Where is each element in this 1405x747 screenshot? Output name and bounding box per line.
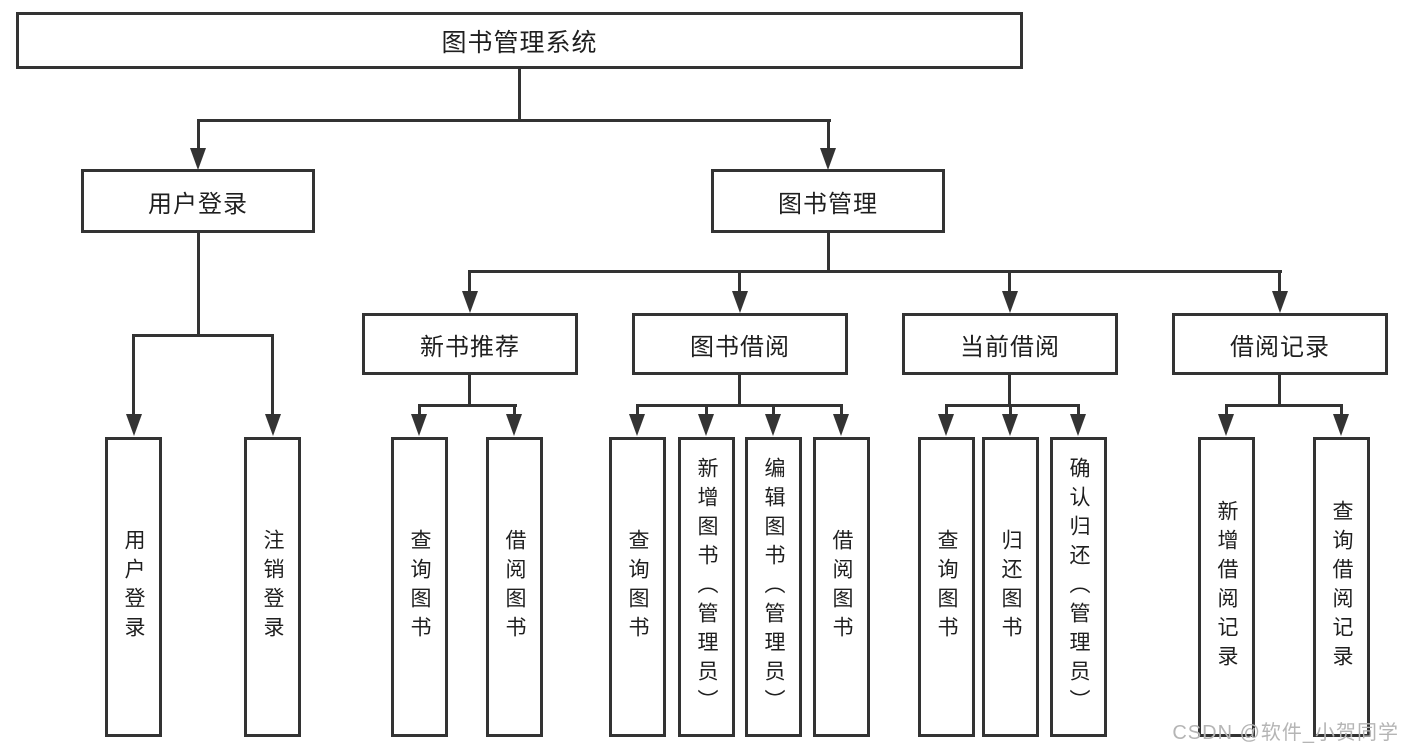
leaf-borrow-books-borrowing-label: 借阅图书 <box>830 529 853 645</box>
connector-line <box>468 270 1282 273</box>
connector-line <box>840 404 843 416</box>
connector-line <box>945 404 1080 407</box>
connector-line <box>738 270 741 293</box>
leaf-add-books-admin: 新增图书（管理员） <box>678 437 735 737</box>
arrowhead-down-icon <box>1333 414 1349 436</box>
leaf-return-books: 归还图书 <box>982 437 1039 737</box>
arrowhead-down-icon <box>506 414 522 436</box>
node-user-login: 用户登录 <box>81 169 315 233</box>
connector-line <box>705 404 708 416</box>
arrowhead-down-icon <box>698 414 714 436</box>
arrowhead-down-icon <box>833 414 849 436</box>
leaf-query-books-current: 查询图书 <box>918 437 975 737</box>
connector-line <box>418 404 421 416</box>
arrowhead-down-icon <box>1070 414 1086 436</box>
connector-line <box>468 375 471 406</box>
arrowhead-down-icon <box>1272 291 1288 313</box>
leaf-query-books-current-label: 查询图书 <box>935 529 958 645</box>
node-book-borrowing: 图书借阅 <box>632 313 848 375</box>
leaf-user-login-label: 用户登录 <box>122 529 145 645</box>
leaf-logout-label: 注销登录 <box>261 529 284 645</box>
leaf-query-books-recommend: 查询图书 <box>391 437 448 737</box>
leaf-query-books-borrowing-label: 查询图书 <box>626 529 649 645</box>
arrowhead-down-icon <box>265 414 281 436</box>
leaf-add-borrow-record: 新增借阅记录 <box>1198 437 1255 737</box>
connector-line <box>1225 404 1343 407</box>
connector-line <box>1009 404 1012 416</box>
connector-line <box>197 119 200 152</box>
connector-line <box>827 119 830 152</box>
arrowhead-down-icon <box>765 414 781 436</box>
connector-line <box>772 404 775 416</box>
leaf-add-books-admin-label: 新增图书（管理员） <box>695 456 718 718</box>
connector-line <box>1278 375 1281 406</box>
connector-line <box>468 270 471 293</box>
arrowhead-down-icon <box>629 414 645 436</box>
csdn-watermark: CSDN @软件_小贺同学 <box>1172 722 1399 744</box>
leaf-logout: 注销登录 <box>244 437 301 737</box>
node-user-login-label: 用户登录 <box>148 190 248 218</box>
connector-line <box>271 334 274 416</box>
connector-line <box>132 334 274 337</box>
connector-line <box>518 68 521 121</box>
node-borrow-records: 借阅记录 <box>1172 313 1388 375</box>
arrowhead-down-icon <box>938 414 954 436</box>
node-book-management-label: 图书管理 <box>778 190 878 218</box>
connector-line <box>945 404 948 416</box>
leaf-confirm-return-admin: 确认归还（管理员） <box>1050 437 1107 737</box>
leaf-edit-books-admin-label: 编辑图书（管理员） <box>762 456 785 718</box>
arrowhead-down-icon <box>411 414 427 436</box>
node-library-system: 图书管理系统 <box>16 12 1023 69</box>
connector-line <box>827 233 830 272</box>
node-book-borrowing-label: 图书借阅 <box>690 333 790 361</box>
arrowhead-down-icon <box>732 291 748 313</box>
leaf-borrow-books-recommend-label: 借阅图书 <box>503 529 526 645</box>
connector-line <box>1077 404 1080 416</box>
leaf-return-books-label: 归还图书 <box>999 529 1022 645</box>
connector-line <box>738 375 741 406</box>
leaf-add-borrow-record-label: 新增借阅记录 <box>1215 500 1238 674</box>
connector-line <box>1008 375 1011 406</box>
connector-line <box>1008 270 1011 293</box>
connector-line <box>1340 404 1343 416</box>
node-new-book-recommend-label: 新书推荐 <box>420 333 520 361</box>
connector-line <box>132 334 135 416</box>
connector-line <box>197 233 200 336</box>
leaf-borrow-books-recommend: 借阅图书 <box>486 437 543 737</box>
connector-line <box>1225 404 1228 416</box>
leaf-borrow-books-borrowing: 借阅图书 <box>813 437 870 737</box>
connector-line <box>418 404 517 407</box>
node-current-borrowing: 当前借阅 <box>902 313 1118 375</box>
leaf-user-login: 用户登录 <box>105 437 162 737</box>
arrowhead-down-icon <box>820 148 836 170</box>
connector-line <box>197 119 831 122</box>
connector-line <box>513 404 516 416</box>
leaf-edit-books-admin: 编辑图书（管理员） <box>745 437 802 737</box>
arrowhead-down-icon <box>1218 414 1234 436</box>
leaf-query-books-recommend-label: 查询图书 <box>408 529 431 645</box>
node-current-borrowing-label: 当前借阅 <box>960 333 1060 361</box>
arrowhead-down-icon <box>462 291 478 313</box>
arrowhead-down-icon <box>126 414 142 436</box>
connector-line <box>636 404 639 416</box>
leaf-confirm-return-admin-label: 确认归还（管理员） <box>1067 456 1090 718</box>
node-new-book-recommend: 新书推荐 <box>362 313 578 375</box>
leaf-query-borrow-record-label: 查询借阅记录 <box>1330 500 1353 674</box>
leaf-query-borrow-record: 查询借阅记录 <box>1313 437 1370 737</box>
leaf-query-books-borrowing: 查询图书 <box>609 437 666 737</box>
node-book-management: 图书管理 <box>711 169 945 233</box>
arrowhead-down-icon <box>1002 414 1018 436</box>
arrowhead-down-icon <box>190 148 206 170</box>
connector-line <box>1278 270 1281 293</box>
connector-line <box>636 404 843 407</box>
node-library-system-label: 图书管理系统 <box>441 28 598 57</box>
node-borrow-records-label: 借阅记录 <box>1230 333 1330 361</box>
arrowhead-down-icon <box>1002 291 1018 313</box>
